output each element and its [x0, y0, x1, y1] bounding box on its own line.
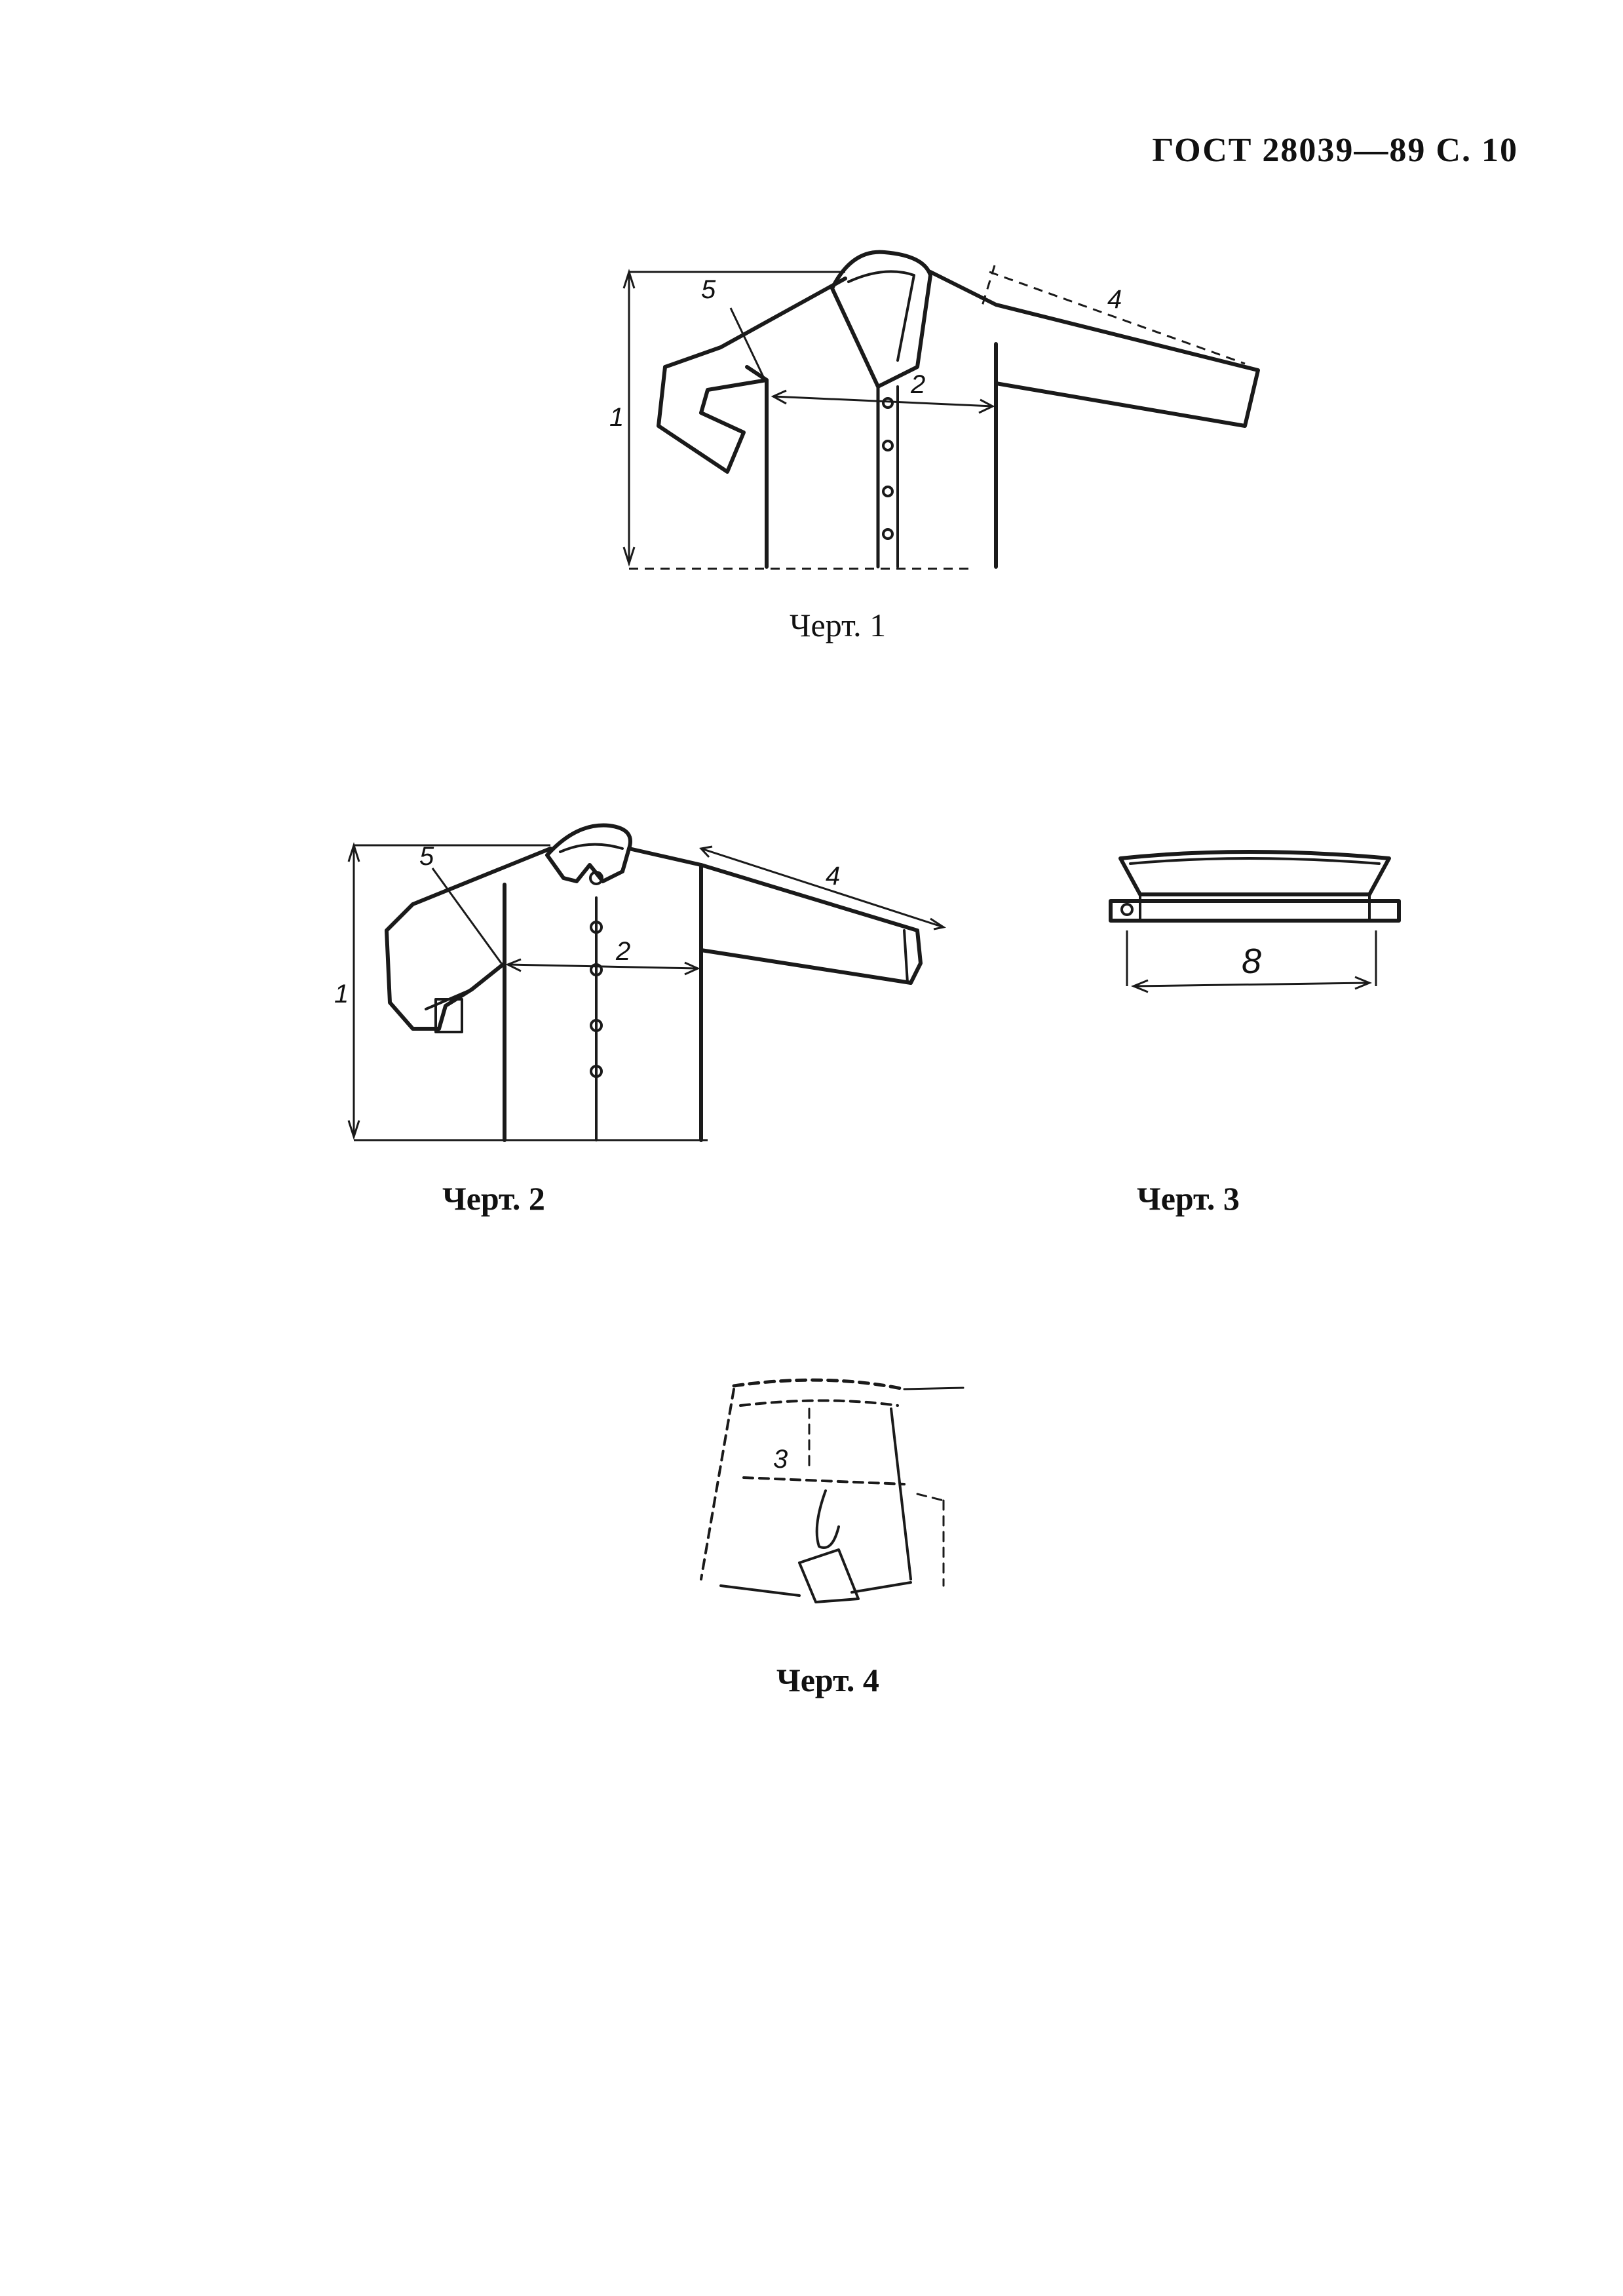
figure-1-label-height: 1	[609, 403, 624, 432]
figure-2-label-sleeve: 4	[826, 862, 840, 890]
figure-2-label-height: 1	[334, 980, 349, 1008]
figure-1-drawing	[622, 250, 1260, 570]
figure-4-drawing	[700, 1378, 964, 1603]
figure-4-caption: Черт. 4	[776, 1662, 879, 1698]
figure-2-caption: Черт. 2	[442, 1180, 545, 1217]
figure-2-label-armhole: 5	[419, 842, 434, 871]
figure-1-label-sleeve: 4	[1107, 285, 1122, 314]
figure-3-caption: Черт. 3	[1137, 1180, 1240, 1217]
figure-2: 1 2 4 5	[315, 813, 970, 1153]
figure-1: 1 2 4 5	[590, 236, 1260, 603]
figure-1-labels: 1 2 4 5	[609, 275, 1122, 432]
figure-3: 8	[1101, 845, 1402, 1016]
figure-1-label-armhole: 5	[701, 275, 716, 304]
figure-3-label-width: 8	[1242, 942, 1261, 981]
figure-1-caption: Черт. 1	[790, 607, 887, 643]
figure-4-label-waist: 3	[773, 1445, 788, 1474]
figure-4-labels: 3	[773, 1445, 788, 1474]
page-header: ГОСТ 28039—89 С. 10	[1152, 132, 1518, 169]
figure-3-labels: 8	[1242, 942, 1261, 981]
figure-2-drawing	[347, 823, 946, 1142]
figure-1-label-chest: 2	[910, 370, 925, 399]
figure-2-labels: 1 2 4 5	[334, 842, 840, 1008]
figure-2-label-chest: 2	[615, 937, 630, 966]
figure-4: 3	[668, 1369, 970, 1638]
figure-3-drawing	[1109, 850, 1401, 993]
